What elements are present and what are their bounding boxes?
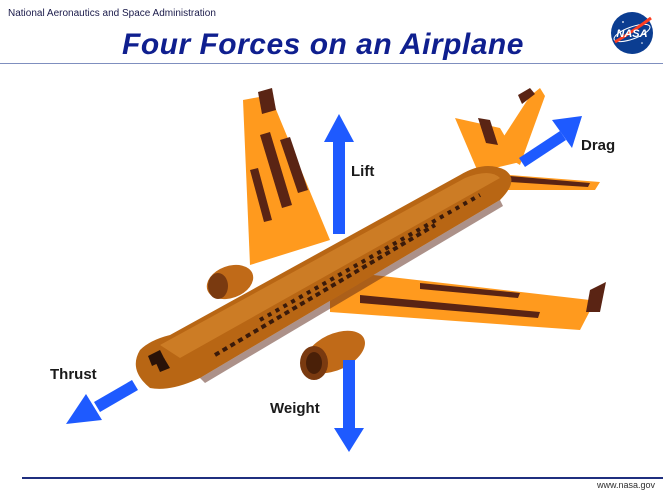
footer-divider bbox=[22, 477, 663, 479]
page-title: Four Forces on an Airplane bbox=[122, 28, 524, 61]
far-wing bbox=[243, 88, 330, 265]
logo-text: NASA bbox=[616, 28, 647, 40]
near-wing bbox=[330, 270, 606, 330]
footer-url: www.nasa.gov bbox=[596, 480, 655, 490]
lift-arrow-icon bbox=[324, 114, 354, 234]
weight-label: Weight bbox=[270, 400, 320, 417]
organization-name: National Aeronautics and Space Administr… bbox=[8, 8, 216, 19]
drag-arrow-icon bbox=[519, 116, 582, 167]
near-engine bbox=[300, 330, 365, 380]
nasa-logo-icon: NASA bbox=[611, 12, 653, 54]
fuselage bbox=[135, 166, 512, 389]
thrust-arrow-icon bbox=[66, 380, 138, 424]
far-engine bbox=[206, 264, 254, 300]
lift-label: Lift bbox=[351, 163, 374, 180]
drag-label: Drag bbox=[581, 137, 615, 154]
weight-arrow-icon bbox=[334, 360, 364, 452]
header-divider bbox=[0, 63, 663, 64]
thrust-label: Thrust bbox=[50, 366, 97, 383]
